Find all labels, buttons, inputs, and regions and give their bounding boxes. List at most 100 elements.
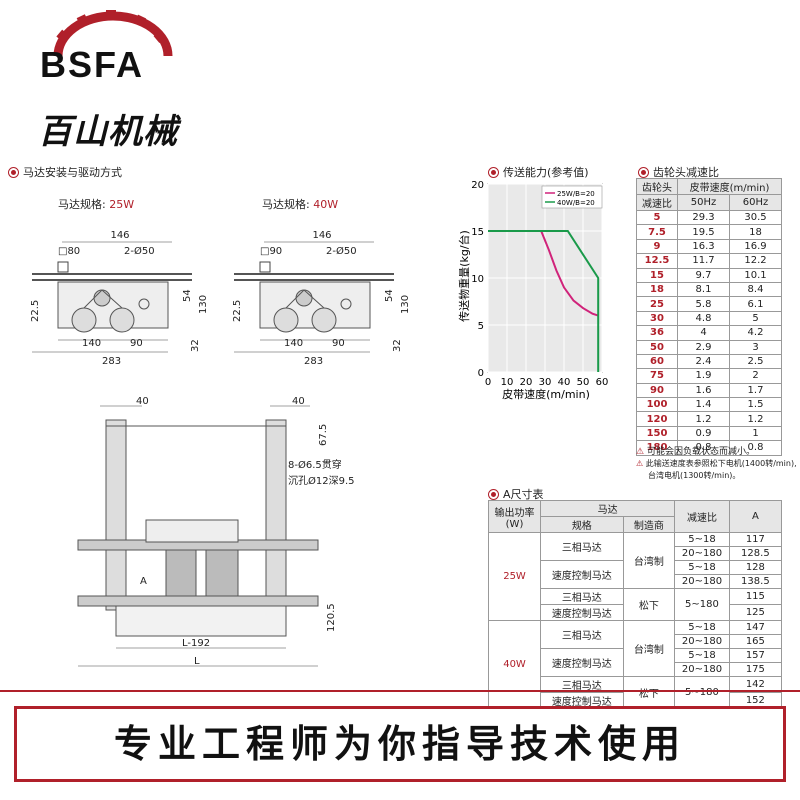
ratio-cell-60hz: 8.4 (729, 281, 782, 298)
ratio-cell-50hz: 4.8 (677, 310, 730, 327)
ratio-cell-ratio: 5 (636, 209, 678, 226)
motor-drawing-40w: 146 2-Ø50 □90 22.5 54 130 140 90 283 32 (232, 230, 411, 367)
ratio-note-2: 此输送速度表参照松下电机(1400转/min), (645, 459, 797, 468)
adim-header-spec: 规格 (540, 516, 624, 533)
ratio-cell-ratio: 7.5 (636, 224, 678, 240)
dim-22-5: 22.5 (232, 300, 243, 322)
ratio-note-2-row: ⚠ 此输送速度表参照松下电机(1400转/min), (636, 458, 800, 470)
adim-header-power: 输出功率(W) (487, 500, 542, 533)
adim-a-value: 125 (728, 604, 783, 621)
banner-outer-line (0, 690, 800, 692)
ratio-note-1-row: ⚠ 可能会因负载状态而减小。 (636, 446, 800, 458)
adim-a-value: 115 (728, 588, 783, 605)
adim-ratio: 5~18 (674, 560, 730, 575)
capacity-series-line-0 (488, 230, 599, 317)
adim-table: 输出功率(W) 马达 减速比 A 规格 制造商 25W 三相马达 台湾制 5~1… (487, 500, 783, 709)
adim-a-value: 175 (728, 662, 783, 677)
ratio-section-title-text: 齿轮头减速比 (653, 166, 719, 179)
dim-90: 90 (332, 338, 345, 349)
ratio-cell-ratio: 60 (636, 353, 678, 370)
motor-drawing-25w: 146 2-Ø50 □80 22.5 54 130 140 90 283 32 (30, 230, 209, 367)
ratio-cell-60hz: 6.1 (729, 296, 782, 312)
ratio-header-60hz: 60Hz (729, 194, 782, 211)
ratio-cell-50hz: 16.3 (677, 238, 730, 255)
capacity-section-title: 传送能力(参考值) (488, 164, 589, 180)
adim-header-power-label: 输出功率 (494, 507, 535, 519)
ratio-cell-60hz: 4.2 (729, 325, 782, 341)
capacity-y-axis-label: 传送物重量(kg/台) (457, 230, 471, 322)
adim-maker: 台湾制 (622, 620, 676, 677)
section-bullet-icon (488, 166, 499, 178)
adim-spec: 三相马达 (540, 532, 624, 561)
motor-section-title-text: 马达安装与驱动方式 (23, 166, 122, 179)
motor-spec-label: 马达规格: (58, 198, 106, 211)
capacity-x-tick-label: 40 (558, 377, 571, 388)
warning-icon: ⚠ (636, 459, 644, 468)
ratio-cell-ratio: 12.5 (636, 253, 678, 269)
ratio-cell-50hz: 29.3 (677, 209, 730, 226)
ratio-cell-60hz: 2.5 (729, 353, 782, 370)
adim-a-value: 128 (728, 560, 783, 575)
dim-120-5: 120.5 (326, 603, 337, 632)
ratio-cell-50hz: 5.8 (677, 296, 730, 312)
dim-54: 54 (182, 289, 193, 302)
capacity-x-tick-label: 60 (596, 377, 609, 388)
ratio-cell-50hz: 2.9 (677, 339, 730, 355)
dim-283: 283 (102, 356, 121, 367)
ratio-cell-50hz: 1.2 (677, 411, 730, 427)
ratio-cell-ratio: 18 (636, 281, 678, 298)
ratio-cell-50hz: 1.9 (677, 368, 730, 384)
adim-header-maker: 制造商 (622, 516, 676, 533)
ratio-cell-ratio: 50 (636, 339, 678, 355)
dim-140: 140 (284, 338, 303, 349)
dim-130: 130 (198, 295, 209, 314)
capacity-y-tick-label: 15 (471, 227, 484, 238)
dim-40-right: 40 (292, 396, 305, 407)
ratio-header-ratio-1: 齿轮头 (636, 178, 678, 195)
motor-spec-value: 40W (313, 198, 339, 211)
ratio-cell-50hz: 4 (677, 325, 730, 341)
ratio-section-title: 齿轮头减速比 (638, 164, 719, 180)
ratio-cell-ratio: 9 (636, 238, 678, 255)
dim-67-5: 67.5 (318, 424, 329, 446)
dim-square: □90 (260, 246, 282, 257)
adim-a-value: 165 (728, 634, 783, 649)
logo-chinese-name: 百山机械 (38, 112, 178, 152)
adim-section-title-text: A尺寸表 (503, 488, 544, 501)
ratio-cell-ratio: 100 (636, 397, 678, 413)
dim-32: 32 (190, 339, 201, 352)
ratio-cell-60hz: 2 (729, 368, 782, 384)
dim-140: 140 (82, 338, 101, 349)
dim-2-d50: 2-Ø50 (326, 245, 357, 257)
adim-a-value: 138.5 (728, 574, 783, 589)
adim-maker: 松下 (622, 588, 676, 621)
ratio-cell-60hz: 18 (729, 224, 782, 240)
dim-283: 283 (304, 356, 323, 367)
adim-ratio: 5~18 (674, 620, 730, 635)
dim-a: A (140, 576, 147, 587)
section-bullet-icon (488, 488, 499, 500)
ratio-cell-ratio: 150 (636, 425, 678, 442)
adim-ratio: 5~180 (674, 676, 730, 709)
ratio-note-1: 可能会因负载状态而减小。 (646, 447, 755, 457)
adim-a-value: 157 (728, 648, 783, 663)
adim-a-value: 147 (728, 620, 783, 635)
ratio-cell-ratio: 36 (636, 325, 678, 341)
capacity-y-tick-label: 20 (471, 180, 484, 191)
ratio-cell-ratio: 25 (636, 296, 678, 312)
ratio-header-speed: 皮带速度(m/min) (677, 178, 782, 195)
adim-ratio: 20~180 (674, 546, 730, 561)
section-bullet-icon (638, 166, 649, 178)
dim-90: 90 (130, 338, 143, 349)
adim-ratio: 5~18 (674, 648, 730, 663)
motor-section-title: 马达安装与驱动方式 (8, 164, 122, 180)
ratio-cell-ratio: 75 (636, 368, 678, 384)
